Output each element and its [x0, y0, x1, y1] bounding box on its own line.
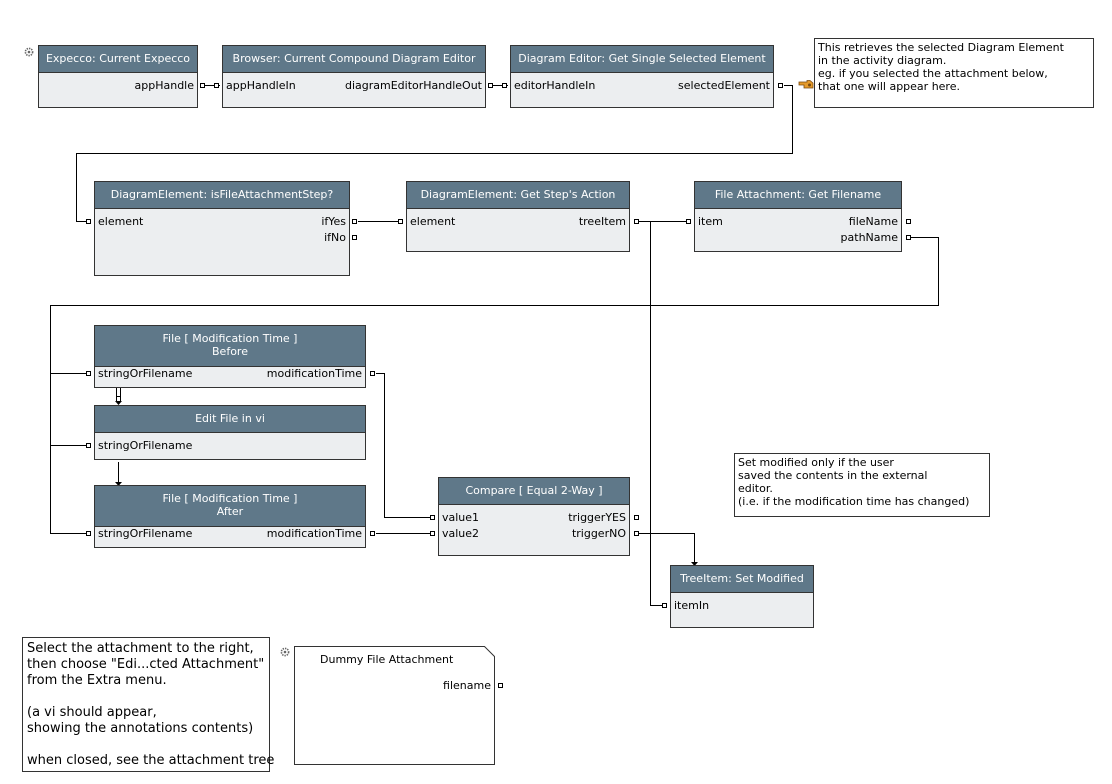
output-pin-connector[interactable]	[488, 83, 493, 88]
step-title-line: File [ Modification Time ]	[162, 492, 298, 505]
output-pin-label: ifYes	[321, 215, 346, 228]
step-title-line: Before	[212, 345, 248, 358]
input-pin-connector[interactable]	[502, 83, 507, 88]
input-pin-connector[interactable]	[86, 219, 91, 224]
step-modification-time-after[interactable]: File [ Modification Time ] After stringO…	[94, 485, 366, 548]
output-pin-label: appHandle	[134, 79, 195, 92]
input-pin-label: appHandleIn	[226, 79, 296, 92]
input-pin-connector[interactable]	[86, 531, 91, 536]
output-pin-label: ifNo	[324, 231, 346, 244]
output-pin-connector[interactable]	[370, 371, 375, 376]
step-current-diagram-editor[interactable]: Browser: Current Compound Diagram Editor…	[222, 45, 486, 108]
output-pin-connector[interactable]	[498, 683, 503, 688]
input-pin-label: editorHandleIn	[514, 79, 596, 92]
file-attachment-shape[interactable]	[294, 646, 495, 765]
output-pin-connector[interactable]	[370, 531, 375, 536]
output-pin-label: diagramEditorHandleOut	[344, 79, 482, 92]
output-pin-label: modificationTime	[266, 527, 362, 540]
annotation-retrieve[interactable]: This retrieves the selected Diagram Elem…	[814, 38, 1094, 108]
gear-icon	[24, 47, 34, 57]
output-pin-connector[interactable]	[634, 219, 639, 224]
step-set-modified[interactable]: TreeItem: Set Modified itemIn	[670, 565, 814, 628]
input-pin-connector[interactable]	[398, 219, 403, 224]
input-pin-label: value1	[442, 511, 480, 524]
input-pin-label: element	[98, 215, 144, 228]
output-pin-label: selectedElement	[678, 79, 770, 92]
step-title: File Attachment: Get Filename	[695, 182, 901, 209]
input-pin-label: stringOrFilename	[98, 367, 193, 380]
output-pin-label: filename	[443, 679, 491, 692]
output-pin-label: modificationTime	[266, 367, 362, 380]
output-pin-connector[interactable]	[906, 219, 911, 224]
output-pin-label: triggerYES	[568, 511, 626, 524]
input-pin-connector[interactable]	[662, 603, 667, 608]
step-title: Diagram Editor: Get Single Selected Elem…	[511, 46, 773, 73]
step-title: File [ Modification Time ] After	[95, 486, 365, 527]
output-pin-connector[interactable]	[352, 235, 357, 240]
output-pin-connector[interactable]	[352, 219, 357, 224]
input-pin-label: stringOrFilename	[98, 439, 193, 452]
step-current-expecco[interactable]: Expecco: Current Expecco appHandle	[38, 45, 198, 108]
input-pin-connector[interactable]	[686, 219, 691, 224]
input-pin-label: itemIn	[674, 599, 710, 612]
input-pin-label: value2	[442, 527, 480, 540]
gear-icon	[280, 647, 290, 657]
output-pin-connector[interactable]	[906, 235, 911, 240]
input-pin-connector[interactable]	[430, 515, 435, 520]
step-title: DiagramElement: isFileAttachmentStep?	[95, 182, 349, 209]
input-pin-label: element	[410, 215, 456, 228]
input-pin-label: stringOrFilename	[98, 527, 193, 540]
output-pin-label: fileName	[848, 215, 898, 228]
step-title: Compare [ Equal 2-Way ]	[439, 478, 629, 505]
step-title-line: After	[216, 505, 244, 518]
step-title: File [ Modification Time ] Before	[95, 326, 365, 367]
output-pin-label: treeItem	[578, 215, 626, 228]
input-pin-connector[interactable]	[214, 83, 219, 88]
step-modification-time-before[interactable]: File [ Modification Time ] Before string…	[94, 325, 366, 388]
step-compare-equal[interactable]: Compare [ Equal 2-Way ] value1 triggerYE…	[438, 477, 630, 556]
step-title: DiagramElement: Get Step's Action	[407, 182, 629, 209]
input-pin-connector[interactable]	[86, 443, 91, 448]
step-is-file-attachment[interactable]: DiagramElement: isFileAttachmentStep? el…	[94, 181, 350, 276]
output-pin-label: triggerNO	[571, 527, 626, 540]
output-pin-connector[interactable]	[634, 515, 639, 520]
output-pin-connector[interactable]	[634, 531, 639, 536]
step-title-line: File [ Modification Time ]	[162, 332, 298, 345]
step-get-selected-element[interactable]: Diagram Editor: Get Single Selected Elem…	[510, 45, 774, 108]
input-pin-connector[interactable]	[86, 371, 91, 376]
step-title: Browser: Current Compound Diagram Editor	[223, 46, 485, 73]
step-title: Expecco: Current Expecco	[39, 46, 197, 73]
pointing-hand-icon	[798, 80, 814, 89]
step-get-steps-action[interactable]: DiagramElement: Get Step's Action elemen…	[406, 181, 630, 252]
annotation-select-attachment[interactable]: Select the attachment to the right, then…	[22, 637, 274, 772]
step-title: Edit File in vi	[95, 406, 365, 433]
output-pin-connector[interactable]	[200, 83, 205, 88]
step-title: TreeItem: Set Modified	[671, 566, 813, 593]
file-attachment-title: Dummy File Attachment	[320, 653, 454, 666]
output-pin-label: pathName	[840, 231, 898, 244]
input-pin-label: item	[698, 215, 723, 228]
input-pin-connector[interactable]	[430, 531, 435, 536]
annotation-set-modified[interactable]: Set modified only if the user saved the …	[734, 453, 990, 517]
output-pin-connector[interactable]	[778, 83, 783, 88]
step-get-filename[interactable]: File Attachment: Get Filename item fileN…	[694, 181, 902, 252]
step-edit-file-in-vi[interactable]: Edit File in vi stringOrFilename	[94, 405, 366, 460]
